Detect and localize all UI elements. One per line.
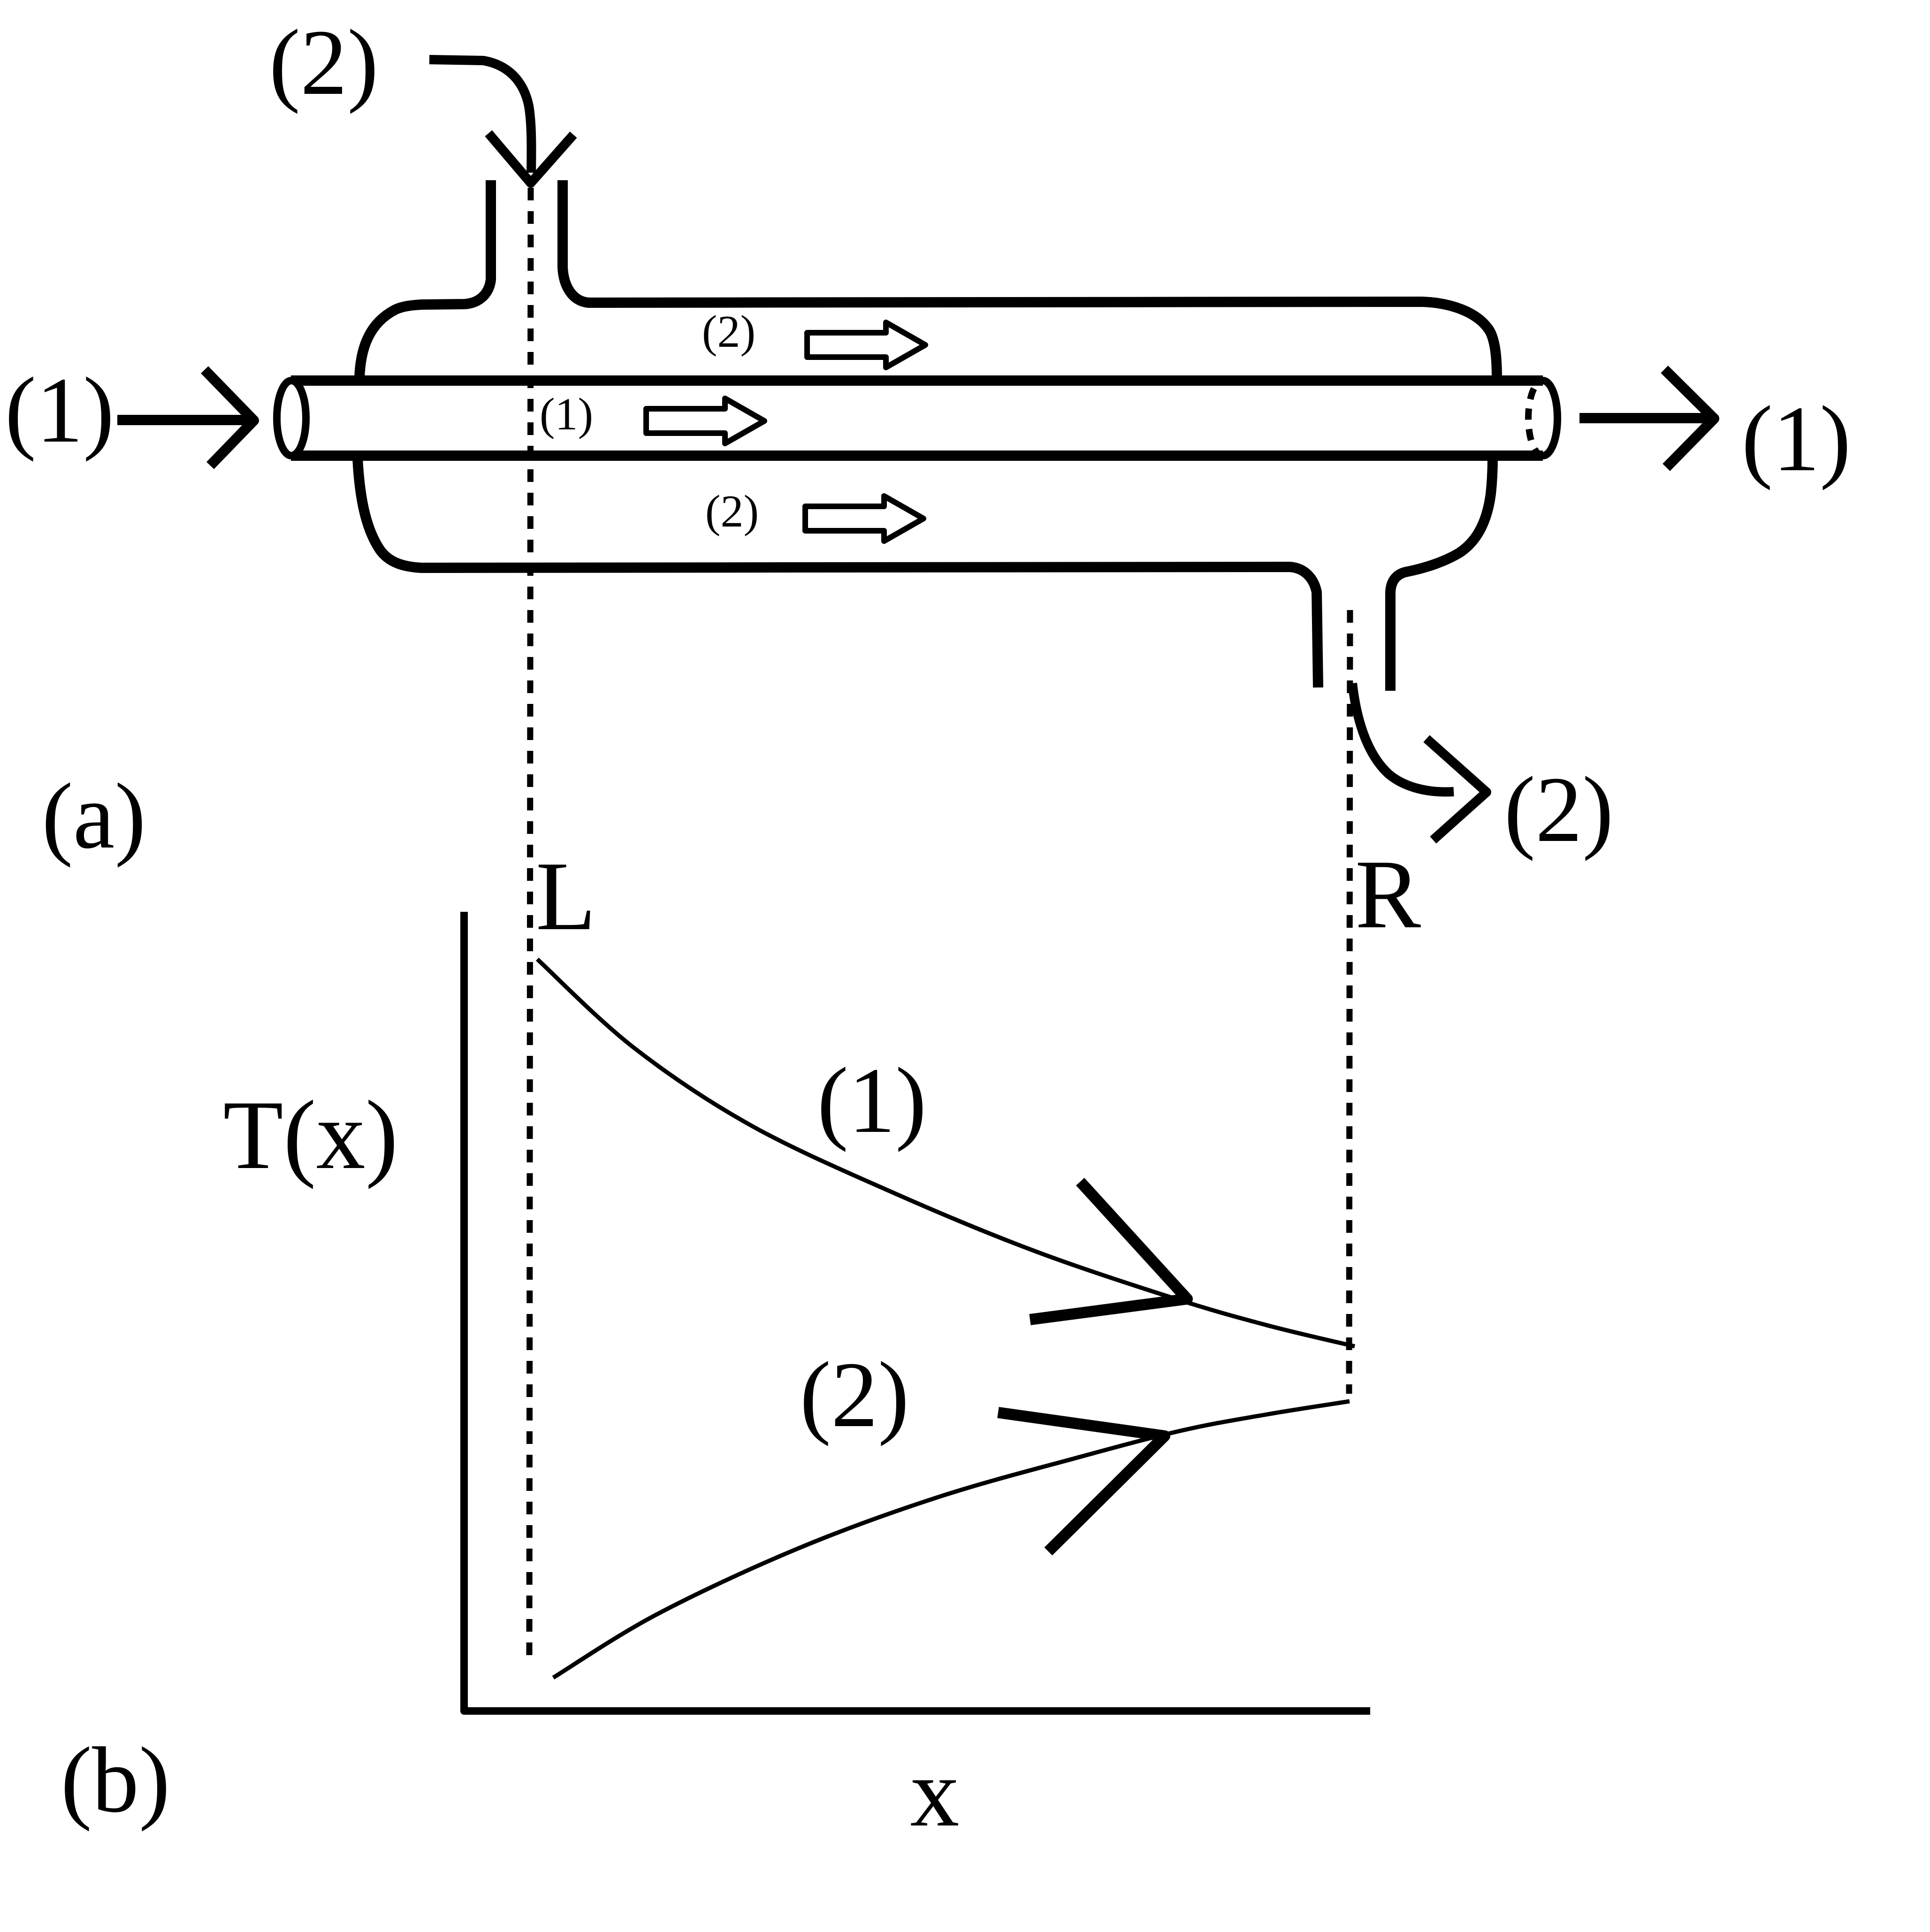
block-arrow-tube-icon [643, 396, 767, 446]
curve-2-label: (2) [800, 1343, 909, 1447]
panel-b-tag: (b) [61, 1728, 170, 1832]
tube-flow-label: (1) [540, 389, 593, 440]
curve-2-path [552, 1399, 1350, 1680]
right-marker-label: R [1355, 840, 1421, 949]
curve-2-flow-arrow-icon [997, 1407, 1170, 1556]
x-axis-label: x [910, 1738, 960, 1847]
shell-outlet-label: (2) [1504, 758, 1613, 862]
tube-outlet-label: (1) [1741, 387, 1851, 491]
tube-inlet-label: (1) [5, 359, 114, 462]
block-arrow-annulus-bottom-icon [802, 493, 926, 544]
stream1-inlet-arrowhead-icon [201, 366, 259, 469]
inlet-arrowhead-icon [485, 130, 577, 188]
y-axis-label: T(x) [223, 1081, 398, 1190]
panel-a-tag: (a) [42, 764, 146, 868]
curve-1-label: (1) [817, 1049, 926, 1153]
panel-b: L R T(x) x (1) (2) (b) [61, 840, 1421, 1847]
tube-right-opening-solid [1542, 377, 1561, 459]
panel-a: (2) (1) (1) (2) (2) (1) (2) (a) [5, 11, 1851, 1659]
centerline-right [1346, 610, 1353, 1394]
shell-upper-outline [354, 180, 1502, 380]
left-marker-label: L [536, 842, 596, 951]
axes [460, 912, 1370, 1715]
outlet-curved-arrow-icon [1348, 682, 1454, 797]
tube-right-opening-dashed [1525, 377, 1543, 459]
block-arrow-annulus-top-icon [804, 320, 928, 370]
centerline-left [526, 187, 534, 1659]
stream1-outlet-arrowhead-icon [1661, 366, 1719, 471]
outlet-arrowhead-icon [1423, 735, 1491, 844]
inlet-curved-arrow-icon [429, 55, 536, 173]
annulus-top-flow-label: (2) [702, 306, 755, 357]
curve-1-flow-arrow-icon [1029, 1177, 1193, 1325]
shell-inlet-label: (2) [269, 11, 378, 115]
annulus-bottom-flow-label: (2) [705, 486, 759, 537]
curve-1-path [535, 957, 1356, 1349]
tube-left-opening [273, 377, 310, 459]
shell-lower-outline [352, 457, 1498, 691]
